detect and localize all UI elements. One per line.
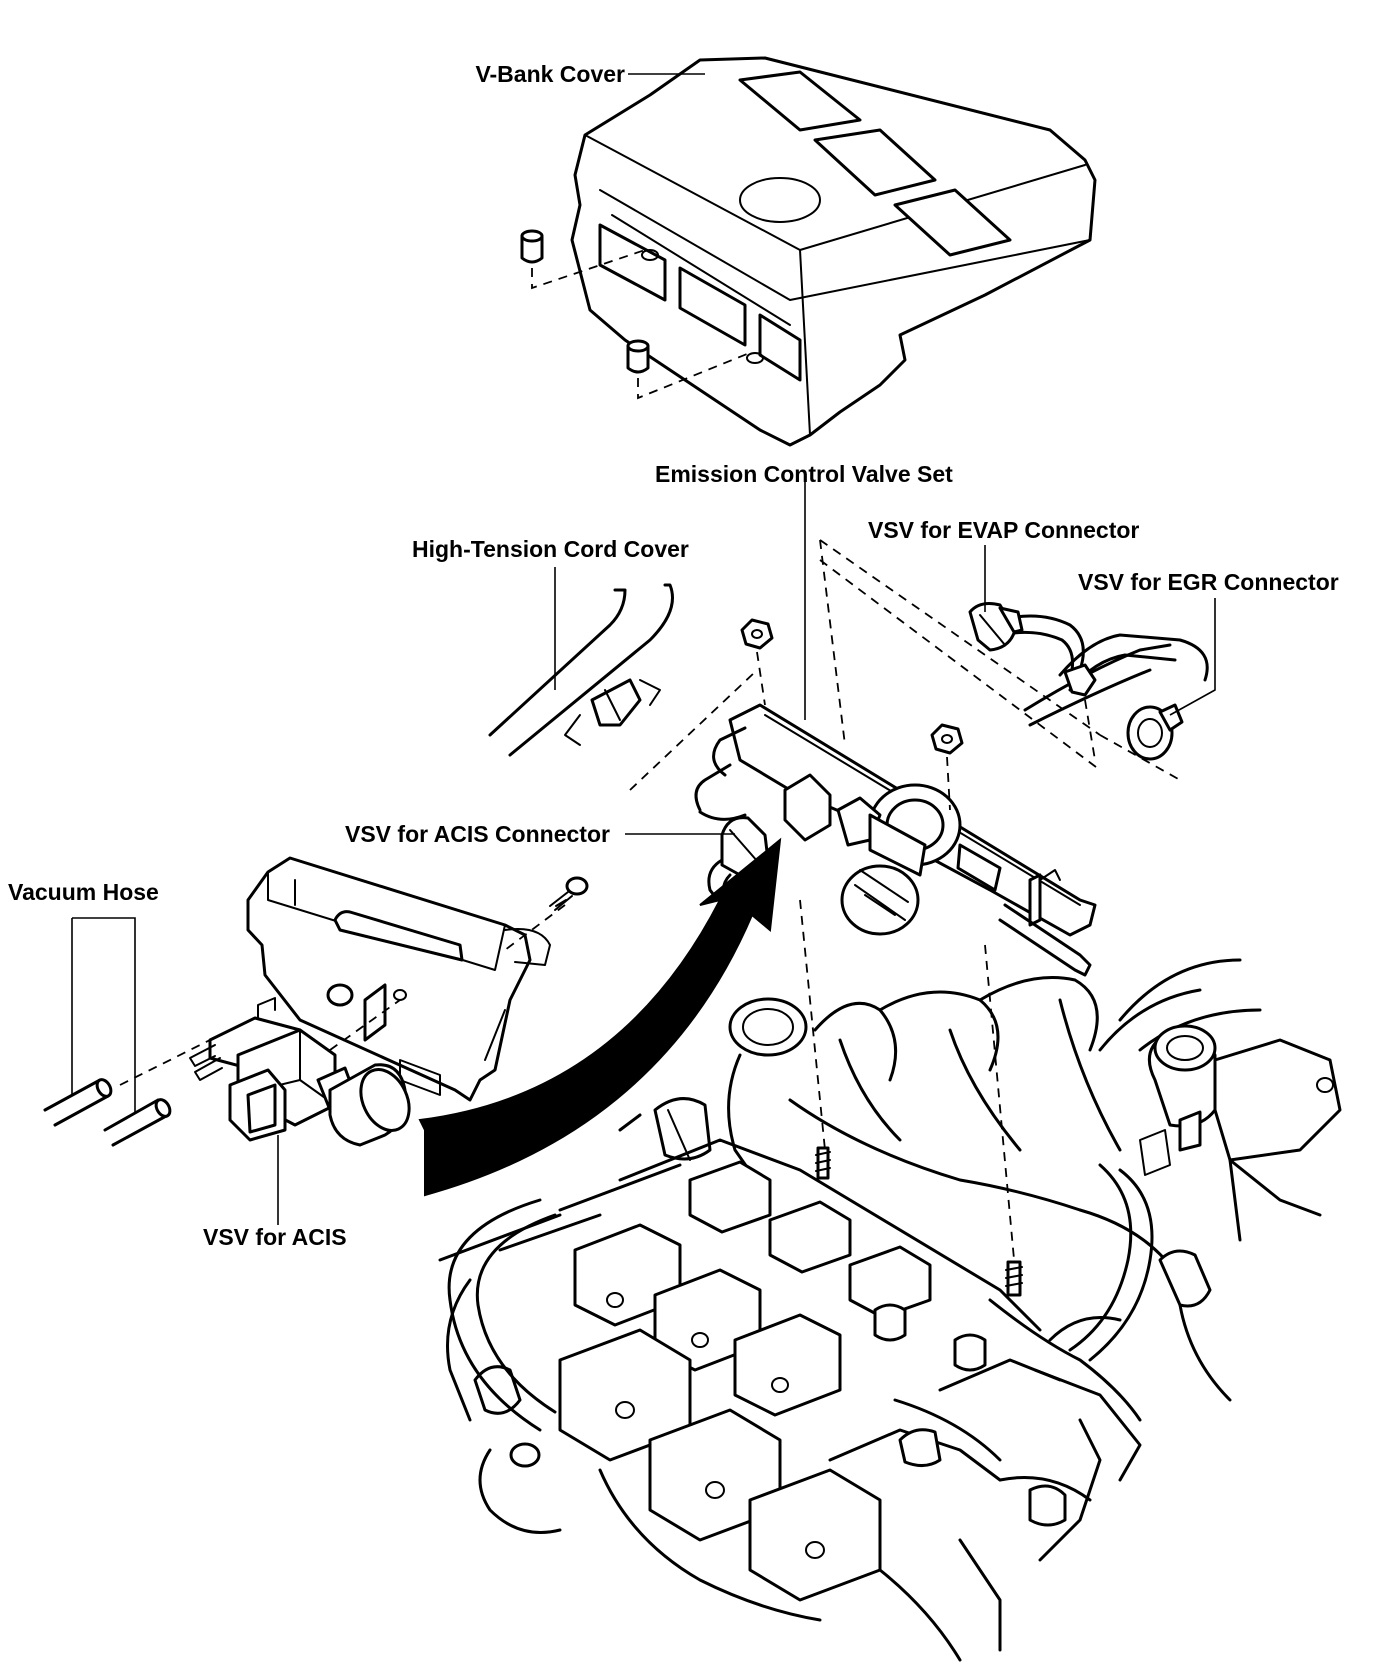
bolt-dash <box>504 904 566 951</box>
label-emission-control-valve-set: Emission Control Valve Set <box>655 461 953 487</box>
clip-dash <box>1084 699 1096 761</box>
vacuum-hose-1 <box>43 1078 113 1127</box>
bracket-dash-3 <box>819 559 1101 771</box>
engine-assembly <box>438 958 1342 1662</box>
nut-left <box>740 618 774 650</box>
leader-egr <box>1169 598 1216 716</box>
bracket-dash-1 <box>819 539 846 746</box>
vsv-evap-connector-part <box>968 602 1024 652</box>
bracket-bolt <box>549 876 589 911</box>
grommet-dash-upper <box>531 249 646 290</box>
vsv-acis-part <box>189 997 411 1147</box>
label-vsv-acis: VSV for ACIS <box>203 1224 347 1250</box>
stud-dash-left <box>799 899 826 1151</box>
grommet-dash-lower <box>637 351 753 400</box>
label-vacuum-hose: Vacuum Hose <box>8 879 159 905</box>
cord-cover-dash <box>629 671 756 791</box>
vsv-dash <box>329 999 401 1051</box>
grommet-upper <box>520 229 544 264</box>
label-high-tension-cord-cover: High-Tension Cord Cover <box>412 536 689 562</box>
label-v-bank-cover: V-Bank Cover <box>475 61 625 87</box>
leader-vacuum-hose <box>71 917 136 1112</box>
install-arrow <box>418 837 782 1197</box>
high-tension-cord-cover <box>488 583 674 757</box>
acis-bracket <box>246 856 551 1102</box>
label-vsv-evap-connector: VSV for EVAP Connector <box>868 517 1139 543</box>
label-vsv-egr-connector: VSV for EGR Connector <box>1078 569 1339 595</box>
nut-dash-left <box>756 651 766 706</box>
nut-right <box>930 723 964 755</box>
vacuum-hose-2 <box>103 1098 172 1147</box>
nut-dash-right <box>946 756 951 811</box>
wire-harness <box>998 614 1209 727</box>
label-vsv-acis-connector: VSV for ACIS Connector <box>345 821 610 847</box>
bracket-dash-2 <box>819 539 1101 736</box>
hose-dash <box>119 1039 211 1086</box>
stud-dash-right <box>984 944 1016 1271</box>
v-bank-cover <box>570 56 1097 447</box>
emission-control-valve-set <box>694 703 1097 977</box>
harness-clip <box>1063 663 1097 697</box>
grommet-lower <box>626 339 650 374</box>
